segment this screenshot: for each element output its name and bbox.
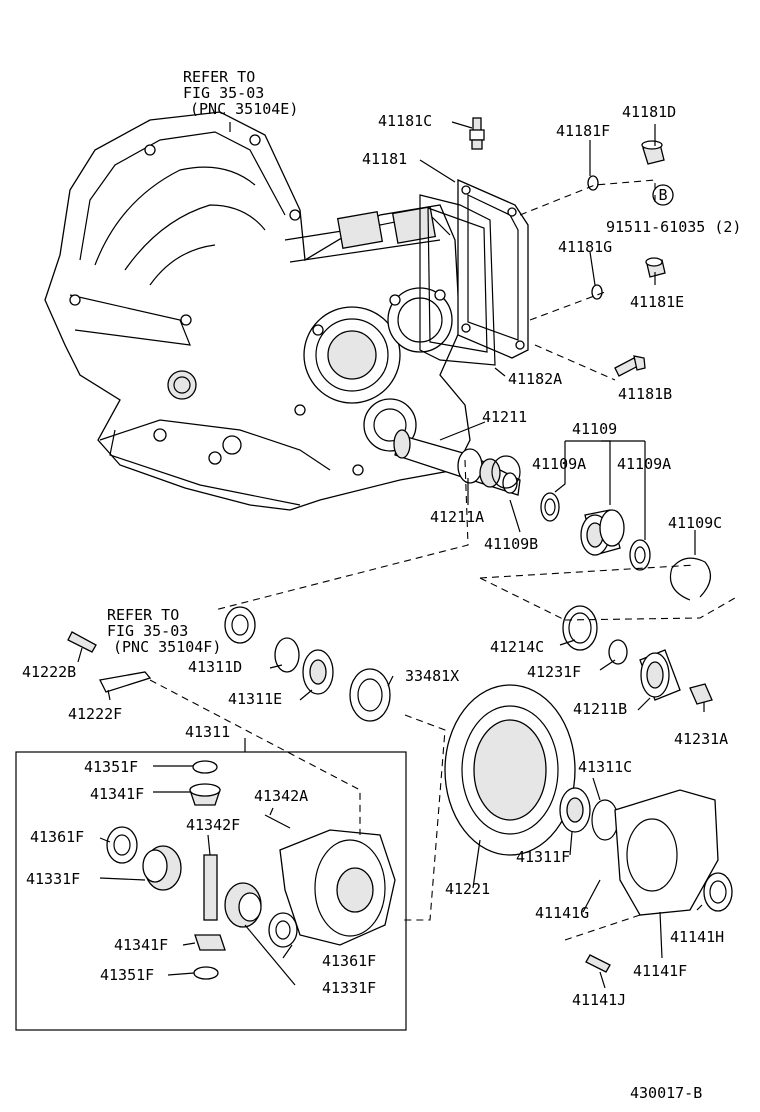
label-41222F: 41222F [68,705,122,723]
label-41311E: 41311E [228,690,282,708]
differential-detail-box [15,751,407,1031]
label-41211: 41211 [482,408,527,426]
label-41109C: 41109C [668,514,722,532]
refer-top-line2: FIG 35-03 [183,84,264,102]
bearing-41311F [559,787,591,833]
oil-seal-33481X [349,668,391,722]
refer-top-line1: REFER TO [183,68,255,86]
gasket-41181G [591,284,603,300]
o-ring-41311C [591,799,619,841]
pinion-shaft-41342F [203,854,218,921]
label-41221: 41221 [445,880,490,898]
bearing-41211B [639,649,681,701]
bolt-41181B [614,355,646,377]
pinion-gear-41341F-top [189,783,221,806]
label-41141F: 41141F [633,962,687,980]
sleeve-41231F [608,639,628,665]
label-41109A-right: 41109A [617,455,671,473]
refer-note-top: REFER TO FIG 35-03 (PNC 35104E) [183,68,298,118]
label-41231A: 41231A [674,730,728,748]
washer-41361F-right [268,912,298,948]
transaxle-case [44,111,471,511]
side-gear-41331F-right [224,882,262,928]
refer-top-line3: (PNC 35104E) [190,100,298,118]
race-41311D [274,637,300,673]
label-41181G: 41181G [558,238,612,256]
label-41361F-left: 41361F [30,828,84,846]
bearing-41109A-left [540,492,560,522]
case-bearing-left [224,606,256,644]
bearing-41311E [302,649,334,695]
label-41311: 41311 [185,723,230,741]
circle-b-marker: B [652,184,674,206]
label-41222B: 41222B [22,663,76,681]
washer-41351F-top [192,760,218,774]
label-91511-61035: 91511-61035 (2) [606,218,741,236]
label-41109: 41109 [572,420,617,438]
pinion-gear-41341F-bottom [194,934,226,951]
refer-mid-line3: (PNC 35104F) [113,638,221,656]
plug-41181D [641,140,665,165]
snap-ring-41109C [669,557,711,601]
pin-41342A [264,814,291,829]
sensor-41181C [469,117,485,150]
label-41341F-bottom: 41341F [114,936,168,954]
label-41109B: 41109B [484,535,538,553]
seal-41141H [703,872,733,912]
label-41331F-left: 41331F [26,870,80,888]
refer-mid-line1: REFER TO [107,606,179,624]
label-41351F-top: 41351F [84,758,138,776]
label-41181D: 41181D [622,103,676,121]
label-41311F: 41311F [516,848,570,866]
lock-plate-41222F [99,671,152,693]
label-41211B: 41211B [573,700,627,718]
side-gear-41331F-left [142,845,182,891]
label-41109A-left: 41109A [532,455,586,473]
leader-lines [77,121,705,989]
bearing-41214C [562,605,598,651]
bolt-41222B [67,631,97,653]
label-41181C: 41181C [378,112,432,130]
refer-note-mid: REFER TO FIG 35-03 (PNC 35104F) [107,606,221,656]
diagram-id: 430017-B [630,1084,702,1102]
label-41342A: 41342A [254,787,308,805]
dashed-lines [149,179,736,941]
bearing-41109 [580,509,625,556]
plug-41181E [645,257,666,278]
bolt-41141J [585,954,611,973]
label-41311D: 41311D [188,658,242,676]
label-41181: 41181 [362,150,407,168]
label-41331F-right: 41331F [322,979,376,997]
bearing-41109A-right [629,539,651,571]
label-41361F-right: 41361F [322,952,376,970]
label-41182A: 41182A [508,370,562,388]
label-41181B: 41181B [618,385,672,403]
label-41211A: 41211A [430,508,484,526]
washer-41361F-left [106,826,138,864]
side-cover-gasket-41182A [419,194,496,366]
side-cover-41181 [457,179,529,359]
label-41311C: 41311C [578,758,632,776]
label-41231F: 41231F [527,663,581,681]
input-shaft-41211 [393,429,521,496]
label-41141J: 41141J [572,991,626,1009]
label-41181E: 41181E [630,293,684,311]
label-33481X: 33481X [405,667,459,685]
plug-41231A [689,683,713,705]
differential-case-41311 [279,829,396,946]
gasket-41181F [587,175,599,191]
label-41141H: 41141H [670,928,724,946]
washer-41351F-bottom [193,966,219,980]
label-41181F: 41181F [556,122,610,140]
label-41342F: 41342F [186,816,240,834]
circle-b-letter: B [658,186,667,204]
refer-mid-line2: FIG 35-03 [107,622,188,640]
label-41351F-bottom: 41351F [100,966,154,984]
label-41141G: 41141G [535,904,589,922]
housing-41141F [614,789,719,916]
label-41341F-top: 41341F [90,785,144,803]
label-41214C: 41214C [490,638,544,656]
ring-gear-41221 [444,684,576,856]
